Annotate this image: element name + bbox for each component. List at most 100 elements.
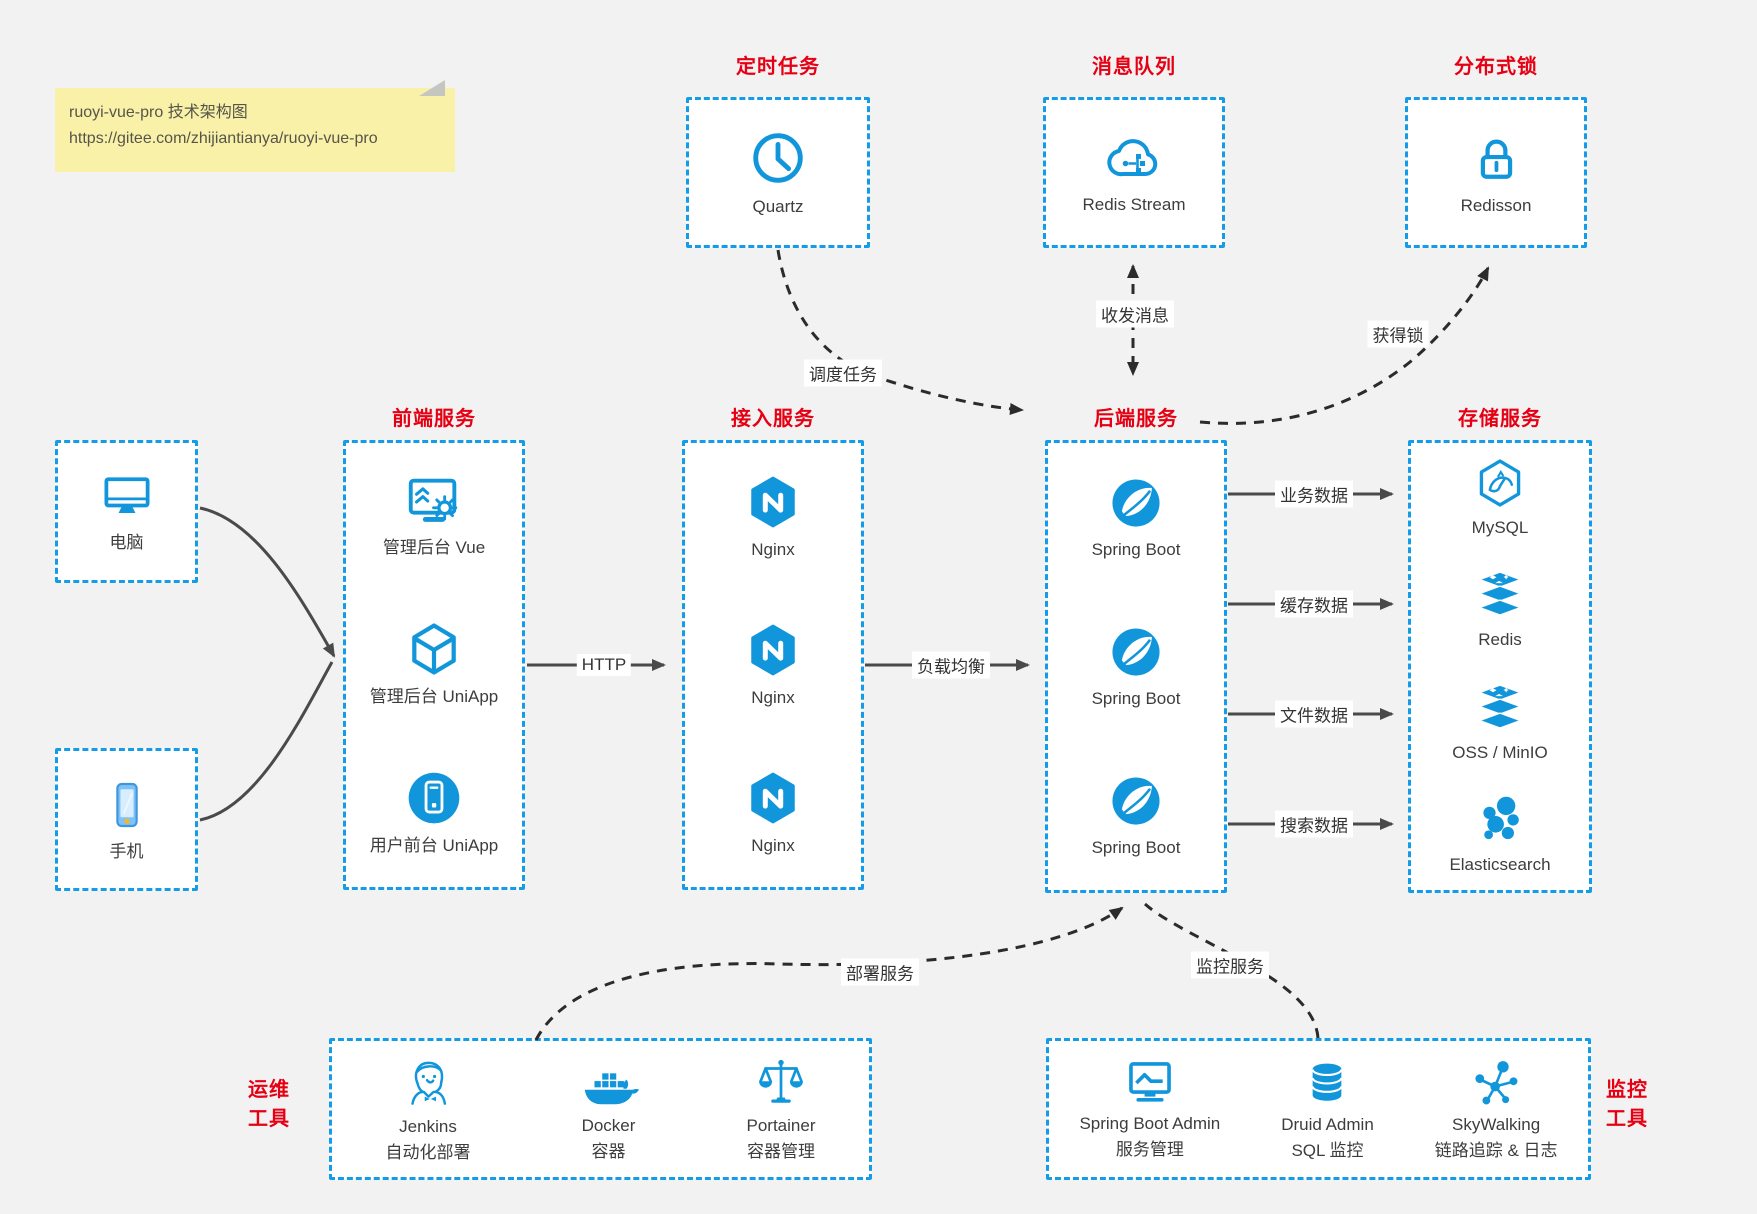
node-label: Nginx [751, 540, 795, 559]
node-desc: 服务管理 [1115, 1140, 1184, 1159]
group-title-mq: 消息队列 [1092, 56, 1176, 78]
node-label: SkyWalking [1452, 1115, 1541, 1134]
column-title-frontend: 前端服务 [392, 408, 476, 430]
column-title-gateway: 接入服务 [731, 408, 815, 430]
node-nginx-1: Nginx [744, 472, 802, 562]
nginx-icon [751, 624, 795, 676]
node-elasticsearch: Elasticsearch [1449, 791, 1551, 877]
node-mysql: MySQL [1471, 456, 1529, 540]
group-title-lock: 分布式锁 [1454, 56, 1538, 78]
node-label: Spring Boot [1091, 539, 1181, 559]
node-jenkins: Jenkins 自动化部署 [386, 1053, 471, 1165]
redis-icon [1477, 571, 1523, 617]
node-desc: 容器管理 [746, 1142, 815, 1161]
node-label: Jenkins [399, 1117, 457, 1136]
edge-label-search-data: 搜索数据 [1275, 810, 1353, 838]
node-label: 管理后台 Vue [382, 538, 486, 558]
node-label: Redis Stream [1082, 194, 1186, 214]
node-label: 手机 [109, 841, 144, 861]
sticky-note: ruoyi-vue-pro 技术架构图 https://gitee.com/zh… [55, 80, 455, 172]
node-label: Spring Boot [1091, 688, 1181, 708]
node-label: Nginx [751, 688, 795, 707]
node-nginx-3: Nginx [744, 768, 802, 858]
edge-label-messaging: 收发消息 [1096, 300, 1174, 328]
skywalking-icon [1475, 1061, 1518, 1105]
node-label: Quartz [752, 196, 804, 216]
edge-label-deploy: 部署服务 [841, 958, 919, 986]
spring-boot-icon [1112, 627, 1160, 676]
cloud-queue-icon [1107, 138, 1158, 176]
node-admin-uniapp: 管理后台 UniApp [370, 619, 498, 709]
node-desc: 链路追踪 & 日志 [1434, 1141, 1558, 1160]
edge-label-business-data: 业务数据 [1275, 480, 1353, 508]
node-redisson: Redisson [1460, 128, 1532, 218]
storage-services-box: MySQL Redis [1408, 440, 1592, 893]
node-label: 电脑 [109, 532, 144, 552]
smartphone-icon [115, 782, 138, 827]
desktop-icon [104, 476, 149, 513]
monitoring-tools-box: Spring Boot Admin 服务管理 Druid Admin SQL 监… [1046, 1038, 1591, 1180]
node-redis-stream: Redis Stream [1082, 129, 1186, 217]
node-desc: 自动化部署 [385, 1143, 471, 1162]
spring-boot-admin-icon [1129, 1062, 1171, 1102]
docker-icon [584, 1073, 639, 1105]
nginx-icon [751, 476, 795, 528]
column-title-backend: 后端服务 [1094, 408, 1178, 430]
node-spring-boot-admin: Spring Boot Admin 服务管理 [1079, 1056, 1220, 1162]
clock-icon [753, 132, 803, 183]
node-skywalking: SkyWalking 链路追踪 & 日志 [1435, 1055, 1558, 1163]
edge-label-monitor: 监控服务 [1191, 951, 1269, 979]
uniapp-user-icon [408, 772, 460, 823]
ops-tools-title: 运维 工具 [248, 1076, 318, 1134]
node-label: Elasticsearch [1449, 854, 1551, 874]
node-springboot-1: Spring Boot [1091, 474, 1181, 562]
frontend-services-box: 管理后台 Vue 管理后台 UniApp 用 [343, 440, 525, 890]
ops-title-line1: 运维 [248, 1079, 290, 1101]
node-oss-minio: OSS / MinIO [1452, 679, 1548, 765]
node-portainer: Portainer 容器管理 [746, 1054, 816, 1164]
node-label: Spring Boot [1091, 837, 1181, 857]
elasticsearch-icon [1483, 796, 1519, 839]
node-nginx-2: Nginx [744, 620, 802, 710]
node-quartz: Quartz [747, 127, 809, 219]
ops-title-line2: 工具 [248, 1108, 290, 1130]
client-mobile-box: 手机 [55, 748, 198, 891]
oss-minio-icon [1477, 684, 1523, 729]
edge-label-cache-data: 缓存数据 [1275, 590, 1353, 618]
spring-boot-icon [1112, 776, 1160, 825]
scheduler-group-box: Quartz [686, 97, 870, 248]
node-label: Redis [1478, 630, 1522, 650]
column-title-storage: 存储服务 [1458, 408, 1542, 430]
node-label: 用户前台 UniApp [369, 835, 499, 855]
ops-tools-box: Jenkins 自动化部署 [329, 1038, 872, 1180]
node-label: Redisson [1460, 195, 1532, 215]
edge-label-load-balance: 负载均衡 [912, 651, 990, 679]
node-label: Druid Admin [1281, 1115, 1374, 1134]
group-title-scheduler: 定时任务 [736, 56, 820, 78]
client-pc-box: 电脑 [55, 440, 198, 583]
node-desc: 容器 [591, 1142, 626, 1161]
node-springboot-3: Spring Boot [1091, 772, 1181, 860]
node-label: 管理后台 UniApp [369, 686, 499, 706]
note-title: ruoyi-vue-pro 技术架构图 [69, 104, 248, 121]
lock-icon [1480, 139, 1513, 179]
node-docker: Docker 容器 [578, 1054, 640, 1164]
spring-boot-icon [1112, 478, 1160, 527]
mq-group-box: Redis Stream [1043, 97, 1225, 248]
portainer-icon [759, 1059, 803, 1103]
node-desc: SQL 监控 [1291, 1141, 1364, 1160]
nginx-icon [751, 772, 795, 824]
note-fold-corner [419, 80, 445, 96]
backend-services-box: Spring Boot Spring Boot [1045, 440, 1227, 893]
node-druid-admin: Druid Admin SQL 监控 [1281, 1055, 1374, 1163]
node-redis: Redis [1472, 566, 1528, 652]
monitoring-tools-title: 监控 工具 [1606, 1076, 1676, 1134]
gateway-services-box: Nginx Nginx Nginx [682, 440, 864, 890]
vue-admin-icon [408, 479, 458, 523]
note-url: https://gitee.com/zhijiantianya/ruoyi-vu… [69, 130, 378, 147]
node-springboot-2: Spring Boot [1091, 623, 1181, 711]
node-label: MySQL [1471, 518, 1529, 538]
druid-icon [1312, 1063, 1343, 1101]
node-pc: 电脑 [97, 469, 157, 555]
node-label: Portainer [746, 1116, 816, 1135]
